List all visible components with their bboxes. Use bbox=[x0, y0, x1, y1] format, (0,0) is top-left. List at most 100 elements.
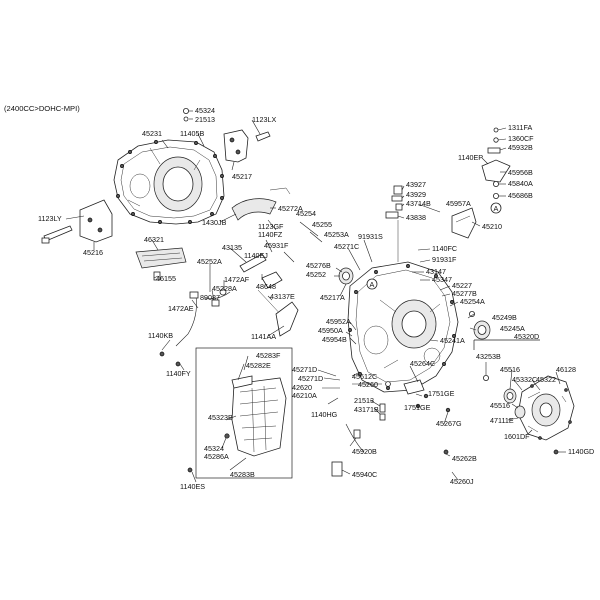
breather-group-drawing bbox=[481, 127, 511, 209]
callout-45217A: 45217A bbox=[320, 293, 345, 302]
callout-45245A: 45245A bbox=[500, 324, 525, 333]
bolt-1140FY bbox=[175, 361, 181, 367]
callout-45952A: 45952A bbox=[326, 317, 351, 326]
callout-46321: 46321 bbox=[144, 235, 164, 244]
callout-89087: 89087 bbox=[200, 293, 220, 302]
valve-body-group-box bbox=[195, 347, 293, 479]
callout-1430JB: 1430JB bbox=[202, 218, 227, 227]
callout-45686B: 45686B bbox=[508, 191, 533, 200]
plug-21513-low bbox=[379, 403, 386, 413]
callout-45253A: 45253A bbox=[324, 230, 349, 239]
seal-inner-2 bbox=[477, 325, 487, 335]
callout-45227: 45227 bbox=[452, 281, 472, 290]
callout-47111E: 47111E bbox=[490, 416, 514, 425]
callout-45271D-2: 45271D bbox=[298, 374, 323, 383]
leader-lines bbox=[65, 110, 566, 483]
callout-43927: 43927 bbox=[406, 180, 426, 189]
rear-cover-drawing bbox=[517, 375, 575, 441]
ref-marker-a-2 bbox=[490, 202, 502, 214]
callout-45516-2: 45516 bbox=[490, 401, 510, 410]
callout-43253B: 43253B bbox=[476, 352, 501, 361]
callout-21513-top: 21513 bbox=[195, 115, 215, 124]
transaxle-case-drawing bbox=[347, 261, 459, 393]
callout-45940C: 45940C bbox=[352, 470, 377, 479]
callout-1751GE-2: 1751GE bbox=[404, 403, 431, 412]
callout-45920B: 45920B bbox=[352, 447, 377, 456]
callout-45957A: 45957A bbox=[446, 199, 471, 208]
clutch-housing-drawing bbox=[113, 139, 225, 225]
callout-46128: 46128 bbox=[556, 365, 576, 374]
callout-45272A: 45272A bbox=[278, 204, 303, 213]
callout-1311FA: 1311FA bbox=[508, 123, 532, 132]
seal-45249B-drawing bbox=[468, 310, 475, 317]
oil-filter-46321-drawing bbox=[135, 247, 187, 281]
callout-1140HG: 1140HG bbox=[311, 410, 338, 419]
bolt-45324-top bbox=[182, 108, 189, 115]
plug-43171B bbox=[379, 413, 386, 421]
callout-45332C: 45332C bbox=[512, 375, 537, 384]
callout-1141AA: 1141AA bbox=[251, 332, 276, 341]
callout-45241A: 45241A bbox=[440, 336, 465, 345]
callout-45322: 45322 bbox=[536, 375, 556, 384]
callout-45254: 45254 bbox=[296, 209, 316, 218]
callout-45217: 45217 bbox=[232, 172, 252, 181]
callout-45260: 45260 bbox=[358, 380, 378, 389]
callout-1140KB: 1140KB bbox=[148, 331, 173, 340]
engine-note: (2400CC>DOHC-MPI) bbox=[4, 104, 80, 113]
callout-45283F: 45283F bbox=[256, 351, 281, 360]
callout-43147: 43147 bbox=[426, 267, 446, 276]
seal-45516-2 bbox=[514, 405, 526, 419]
plug-45324-low bbox=[224, 433, 230, 439]
callout-21513-low: 21513 bbox=[354, 396, 374, 405]
callout-45264C: 45264C bbox=[410, 359, 435, 368]
callout-1140EP: 1140EP bbox=[458, 153, 483, 162]
hose-assembly-drawing bbox=[175, 288, 231, 347]
callout-11405B: 11405B bbox=[180, 129, 204, 138]
callout-1123GF: 1123GF bbox=[258, 222, 284, 231]
callout-91931F: 91931F bbox=[432, 255, 457, 264]
callout-1140EJ: 1140EJ bbox=[244, 251, 268, 260]
callout-45323B: 45323B bbox=[208, 413, 233, 422]
washer-45260 bbox=[385, 381, 391, 387]
callout-45840A: 45840A bbox=[508, 179, 533, 188]
callout-45612C: 45612C bbox=[352, 372, 377, 381]
callout-45267G: 45267G bbox=[436, 419, 462, 428]
callout-45956B: 45956B bbox=[508, 168, 533, 177]
callout-1472AF: 1472AF bbox=[224, 275, 250, 284]
callout-1472AE: 1472AE bbox=[168, 304, 194, 313]
callout-45228A: 45228A bbox=[212, 284, 237, 293]
callout-1601DF: 1601DF bbox=[504, 432, 530, 441]
callout-45324-top: 45324 bbox=[195, 106, 215, 115]
callout-45254A: 45254A bbox=[460, 297, 485, 306]
shift-shaft-group-drawing bbox=[385, 185, 403, 262]
callout-45931F-left: 45931F bbox=[264, 241, 289, 250]
callout-1140GD: 1140GD bbox=[568, 447, 594, 456]
bolt-1140GD bbox=[553, 449, 559, 455]
ref-marker-a-1 bbox=[366, 278, 378, 290]
ref-marker-a-2-label: A bbox=[494, 204, 499, 213]
bolt-1751GE-1 bbox=[423, 393, 429, 399]
valve-body-drawing bbox=[231, 375, 287, 457]
seal-45516-1-inner bbox=[506, 392, 514, 400]
bolt-1140ES bbox=[187, 467, 193, 473]
callout-1123LY: 1123LY bbox=[38, 214, 62, 223]
bolt-45267G bbox=[445, 407, 451, 413]
callout-48648: 48648 bbox=[256, 282, 276, 291]
bolt-1140KB bbox=[159, 351, 165, 357]
speed-sensor-45920B-drawing bbox=[331, 423, 365, 477]
callout-45271C: 45271C bbox=[334, 242, 359, 251]
callout-43838: 43838 bbox=[406, 213, 426, 222]
callout-labels: 45324 21513 45231 11405B 1123LX 45217 45… bbox=[38, 106, 594, 491]
bracket-45264C-drawing bbox=[403, 379, 425, 395]
callout-45231: 45231 bbox=[142, 129, 162, 138]
callout-45260J: 45260J bbox=[450, 477, 474, 486]
callout-46155: 46155 bbox=[156, 274, 176, 283]
callout-45249B: 45249B bbox=[492, 313, 517, 322]
callout-45324-low: 45324 bbox=[204, 444, 224, 453]
callout-1751GE-1: 1751GE bbox=[428, 389, 455, 398]
callout-45216: 45216 bbox=[83, 248, 103, 257]
ref-marker-a-1-label: A bbox=[370, 280, 375, 289]
callout-45283B: 45283B bbox=[230, 470, 255, 479]
rear-cover-group-bracket bbox=[473, 339, 540, 350]
